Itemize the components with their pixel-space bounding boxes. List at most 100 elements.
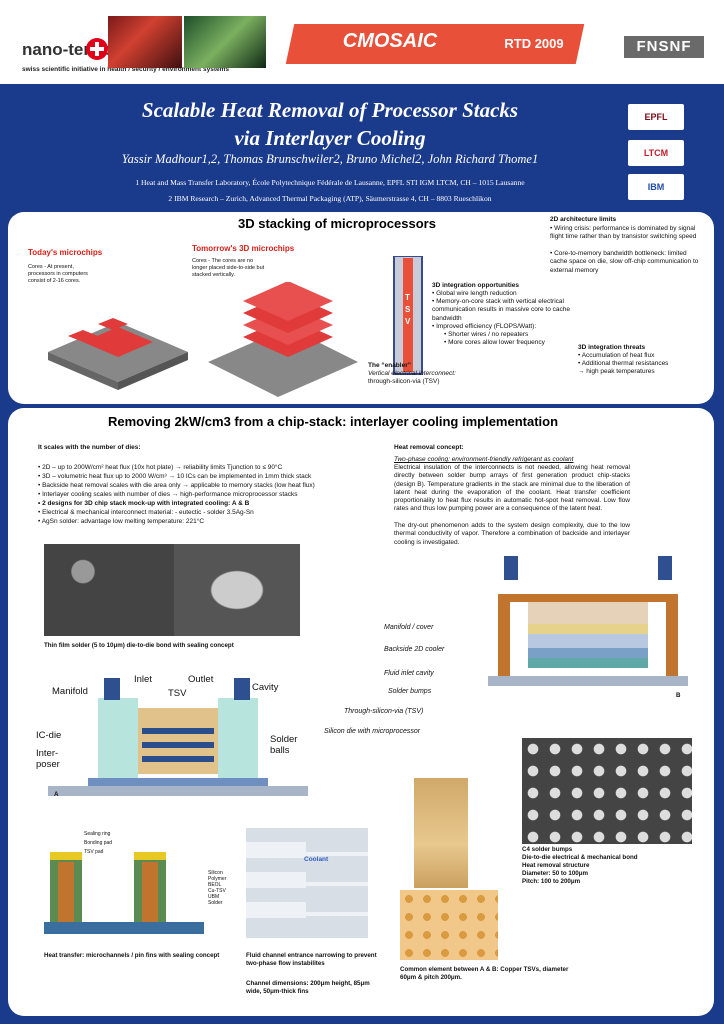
nano-tera-logo: nano-tera.ch swiss scientific initiative… [22, 18, 229, 73]
fin-callout-1: Sealing ring [84, 831, 111, 837]
label-outlet: Outlet [188, 674, 214, 685]
c4-caption-2: Die-to-die electrical & mechanical bond [522, 854, 638, 861]
enabler-sub: Vertical electrical interconnect: [368, 370, 456, 377]
today-text: Cores - At present, processors in comput… [28, 264, 88, 284]
bullet-3: • Backside heat removal scales with die … [38, 482, 315, 489]
channel-dims: Channel dimensions: 200μm height, 85μm w… [246, 980, 370, 995]
epfl-logo: EPFL [628, 104, 684, 130]
threat-1: • Accumulation of heat flux [578, 352, 655, 359]
top-banner: nano-tera.ch swiss scientific initiative… [0, 0, 724, 84]
bullet-4: • Interlayer cooling scales with number … [38, 491, 298, 498]
chip-illustrations [48, 282, 358, 397]
c4-caption-5: Pitch: 100 to 200μm [522, 878, 581, 885]
tomorrow-text: Cores - The cores are no longer placed s… [192, 258, 265, 278]
channel-caption: Fluid channel entrance narrowing to prev… [246, 952, 377, 967]
c4-caption-4: Diameter: 50 to 100μm [522, 870, 589, 877]
c4-caption-3: Heat removal structure [522, 862, 590, 869]
enabler-title: The “enabler” [368, 362, 411, 369]
opportunity-3: • Improved efficiency (FLOPS/Watt): [432, 323, 537, 330]
design-a-diagram [48, 678, 308, 796]
panel1-heading: 3D stacking of microprocessors [238, 216, 436, 231]
fin-callout-2: Bonding pad [84, 840, 113, 846]
opportunity-5: • More cores allow lower frequency [444, 339, 545, 346]
tsv-illustration [393, 256, 423, 375]
opportunities-title: 3D integration opportunities [432, 282, 520, 289]
conference-label: RTD 2009 [504, 36, 564, 51]
concept-text-2: The dry-out phenomenon adds to the syste… [394, 522, 630, 546]
fin-legend-cu-tsv: Cu-TSV [208, 888, 226, 894]
label-solder-balls: Solder balls [270, 734, 298, 756]
label-cavity: Cavity [252, 682, 279, 693]
label-solder-bumps: Solder bumps [388, 688, 432, 695]
fin-caption: Heat transfer: microchannels / pin fins … [44, 952, 220, 959]
bullet-1: • 2D – up to 200W/cm² heat flux (10x hot… [38, 464, 283, 471]
label-fluid-inlet: Fluid inlet cavity [384, 670, 434, 677]
affiliation-1: 1 Heat and Mass Transfer Laboratory, Éco… [135, 178, 525, 187]
fin-legend-ubm: UBM [208, 894, 220, 900]
label-backside-cooler: Backside 2D cooler [384, 646, 445, 653]
fin-legend-beol: BEOL [208, 882, 222, 888]
bullet-7: • AgSn solder: advantage low melting tem… [38, 518, 205, 525]
label-manifold: Manifold [52, 686, 88, 697]
affiliation-2: 2 IBM Research – Zurich, Advanced Therma… [168, 194, 492, 203]
tsv-cross-section-image [414, 778, 468, 888]
tag-a: A [54, 791, 59, 798]
bullet-5: • 2 designs for 3D chip stack mock-up wi… [38, 500, 250, 507]
scales-title: It scales with the number of dies: [38, 444, 141, 451]
authors: Yassir Madhour1,2, Thomas Brunschwiler2,… [121, 152, 539, 166]
panel-interlayer-cooling: Removing 2kW/cm3 from a chip-stack: inte… [8, 408, 714, 1016]
label-tsv-b: Through-silicon-via (TSV) [344, 708, 424, 715]
pin-fin-illustration [44, 852, 204, 934]
logo-tagline: swiss scientific initiative in health / … [22, 66, 229, 73]
today-title: Today's microchips [28, 248, 103, 257]
sem-caption: Thin film solder (5 to 10μm) die-to-die … [44, 642, 234, 649]
fin-legend-polymer: Polymer [208, 876, 227, 882]
panel2-heading: Removing 2kW/cm3 from a chip-stack: inte… [108, 414, 559, 429]
opportunity-4: • Shorter wires / no repeaters [444, 331, 529, 338]
fin-callout-3: TSV pad [84, 849, 104, 855]
fin-legend-solder: Solder [208, 900, 223, 906]
sem-image-2 [174, 544, 300, 636]
label-inlet: Inlet [134, 674, 152, 685]
tsv-array-image [400, 890, 498, 960]
channel-illustration [246, 828, 368, 938]
label-ic-die: IC-die [36, 730, 62, 741]
c4-bumps-image [522, 738, 692, 844]
title-line-1: Scalable Heat Removal of Processor Stack… [141, 98, 519, 122]
header-photo-green [184, 16, 266, 68]
poster-title: Scalable Heat Removal of Processor Stack… [60, 96, 600, 152]
label-tsv: TSV [168, 688, 187, 699]
label-manifold-cover: Manifold / cover [384, 624, 434, 631]
bullet-6: • Electrical & mechanical interconnect m… [38, 509, 254, 516]
fin-legend-silicon: Silicon [208, 870, 223, 876]
funder-logo: FNSNF [624, 36, 704, 58]
ibm-logo: IBM [628, 174, 684, 200]
header-photo-red [108, 16, 182, 68]
opportunity-2: • Memory-on-core stack with vertical ele… [432, 298, 571, 322]
project-name: CMOSAIC [342, 30, 438, 52]
limits-2: • Core-to-memory bandwidth bottleneck: l… [550, 250, 699, 274]
threat-3: → high peak temperatures [578, 368, 655, 375]
concept-title: Heat removal concept: [394, 444, 464, 451]
bullet-2: • 3D – volumetric heat flux up to 2000 W… [38, 473, 312, 480]
tag-b: B [676, 692, 681, 699]
panel-3d-stacking: 3D stacking of microprocessors Today's m… [8, 212, 714, 404]
concept-text: Electrical insulation of the interconnec… [394, 464, 630, 513]
threat-2: • Additional thermal resistances [578, 360, 669, 367]
enabler-sub2: through-silicon-via (TSV) [368, 378, 440, 385]
swiss-cross-icon [86, 38, 108, 60]
limits-title: 2D architecture limits [550, 216, 617, 223]
c4-caption-1: C4 solder bumps [522, 846, 573, 853]
ltcm-logo: LTCM [628, 140, 684, 166]
design-b-diagram [488, 556, 688, 686]
limits-1: • Wiring crisis: performance is dominate… [550, 225, 697, 241]
label-silicon-die: Silicon die with microprocessor [324, 728, 421, 735]
opportunity-1: • Global wire length reduction [432, 290, 517, 297]
sem-image-1 [44, 544, 174, 636]
common-caption: Common element between A & B: Copper TSV… [400, 966, 569, 981]
coolant-label: Coolant [304, 856, 329, 863]
tsv-label: T S V [405, 293, 411, 326]
label-interposer: Inter- poser [36, 748, 60, 770]
threats-title: 3D integration threats [578, 344, 646, 351]
stacked-chip-illustration [208, 282, 358, 397]
